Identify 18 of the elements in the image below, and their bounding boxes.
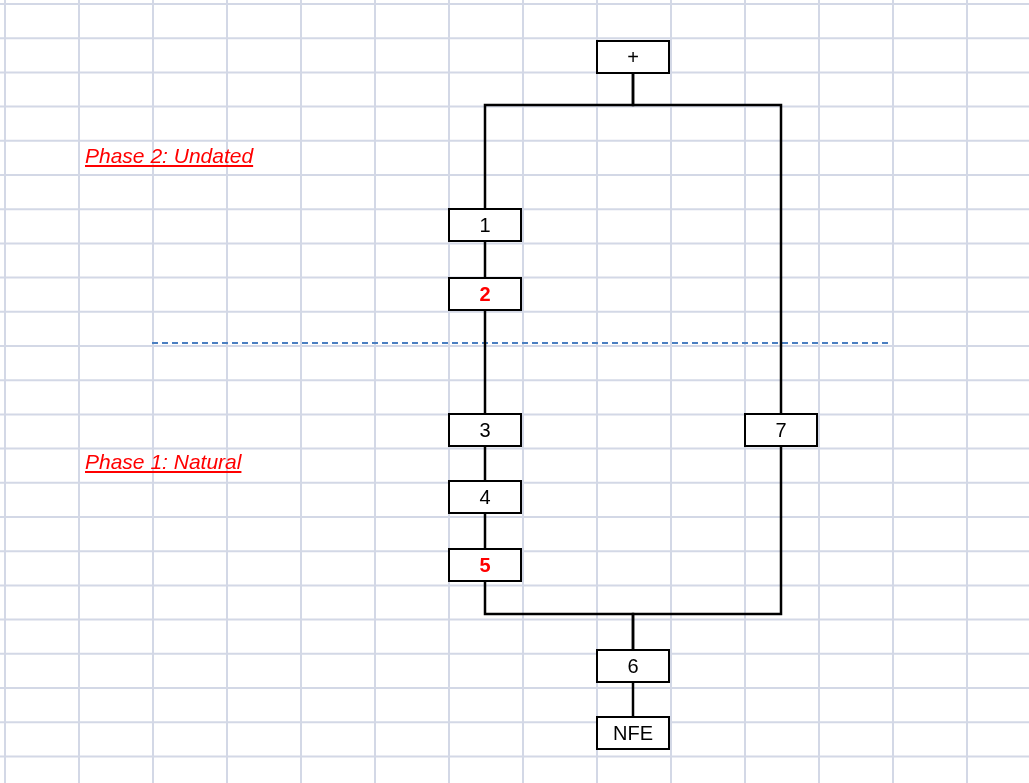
connector-line <box>631 447 783 649</box>
context-box: NFE <box>596 716 670 750</box>
connector-line <box>631 74 783 413</box>
context-box: 6 <box>596 649 670 683</box>
context-box: 1 <box>448 208 522 242</box>
context-box: 3 <box>448 413 522 447</box>
phase-label: Phase 1: Natural <box>85 450 242 474</box>
connector-line <box>483 311 487 413</box>
context-box: 2 <box>448 277 522 311</box>
connector-line <box>483 447 487 480</box>
context-box: 7 <box>744 413 818 447</box>
context-box: 5 <box>448 548 522 582</box>
connector-line <box>631 683 635 716</box>
context-box: 4 <box>448 480 522 514</box>
connector-line <box>483 514 487 548</box>
context-box: + <box>596 40 670 74</box>
connector-line <box>483 242 487 277</box>
phase-label: Phase 2: Undated <box>85 144 254 168</box>
